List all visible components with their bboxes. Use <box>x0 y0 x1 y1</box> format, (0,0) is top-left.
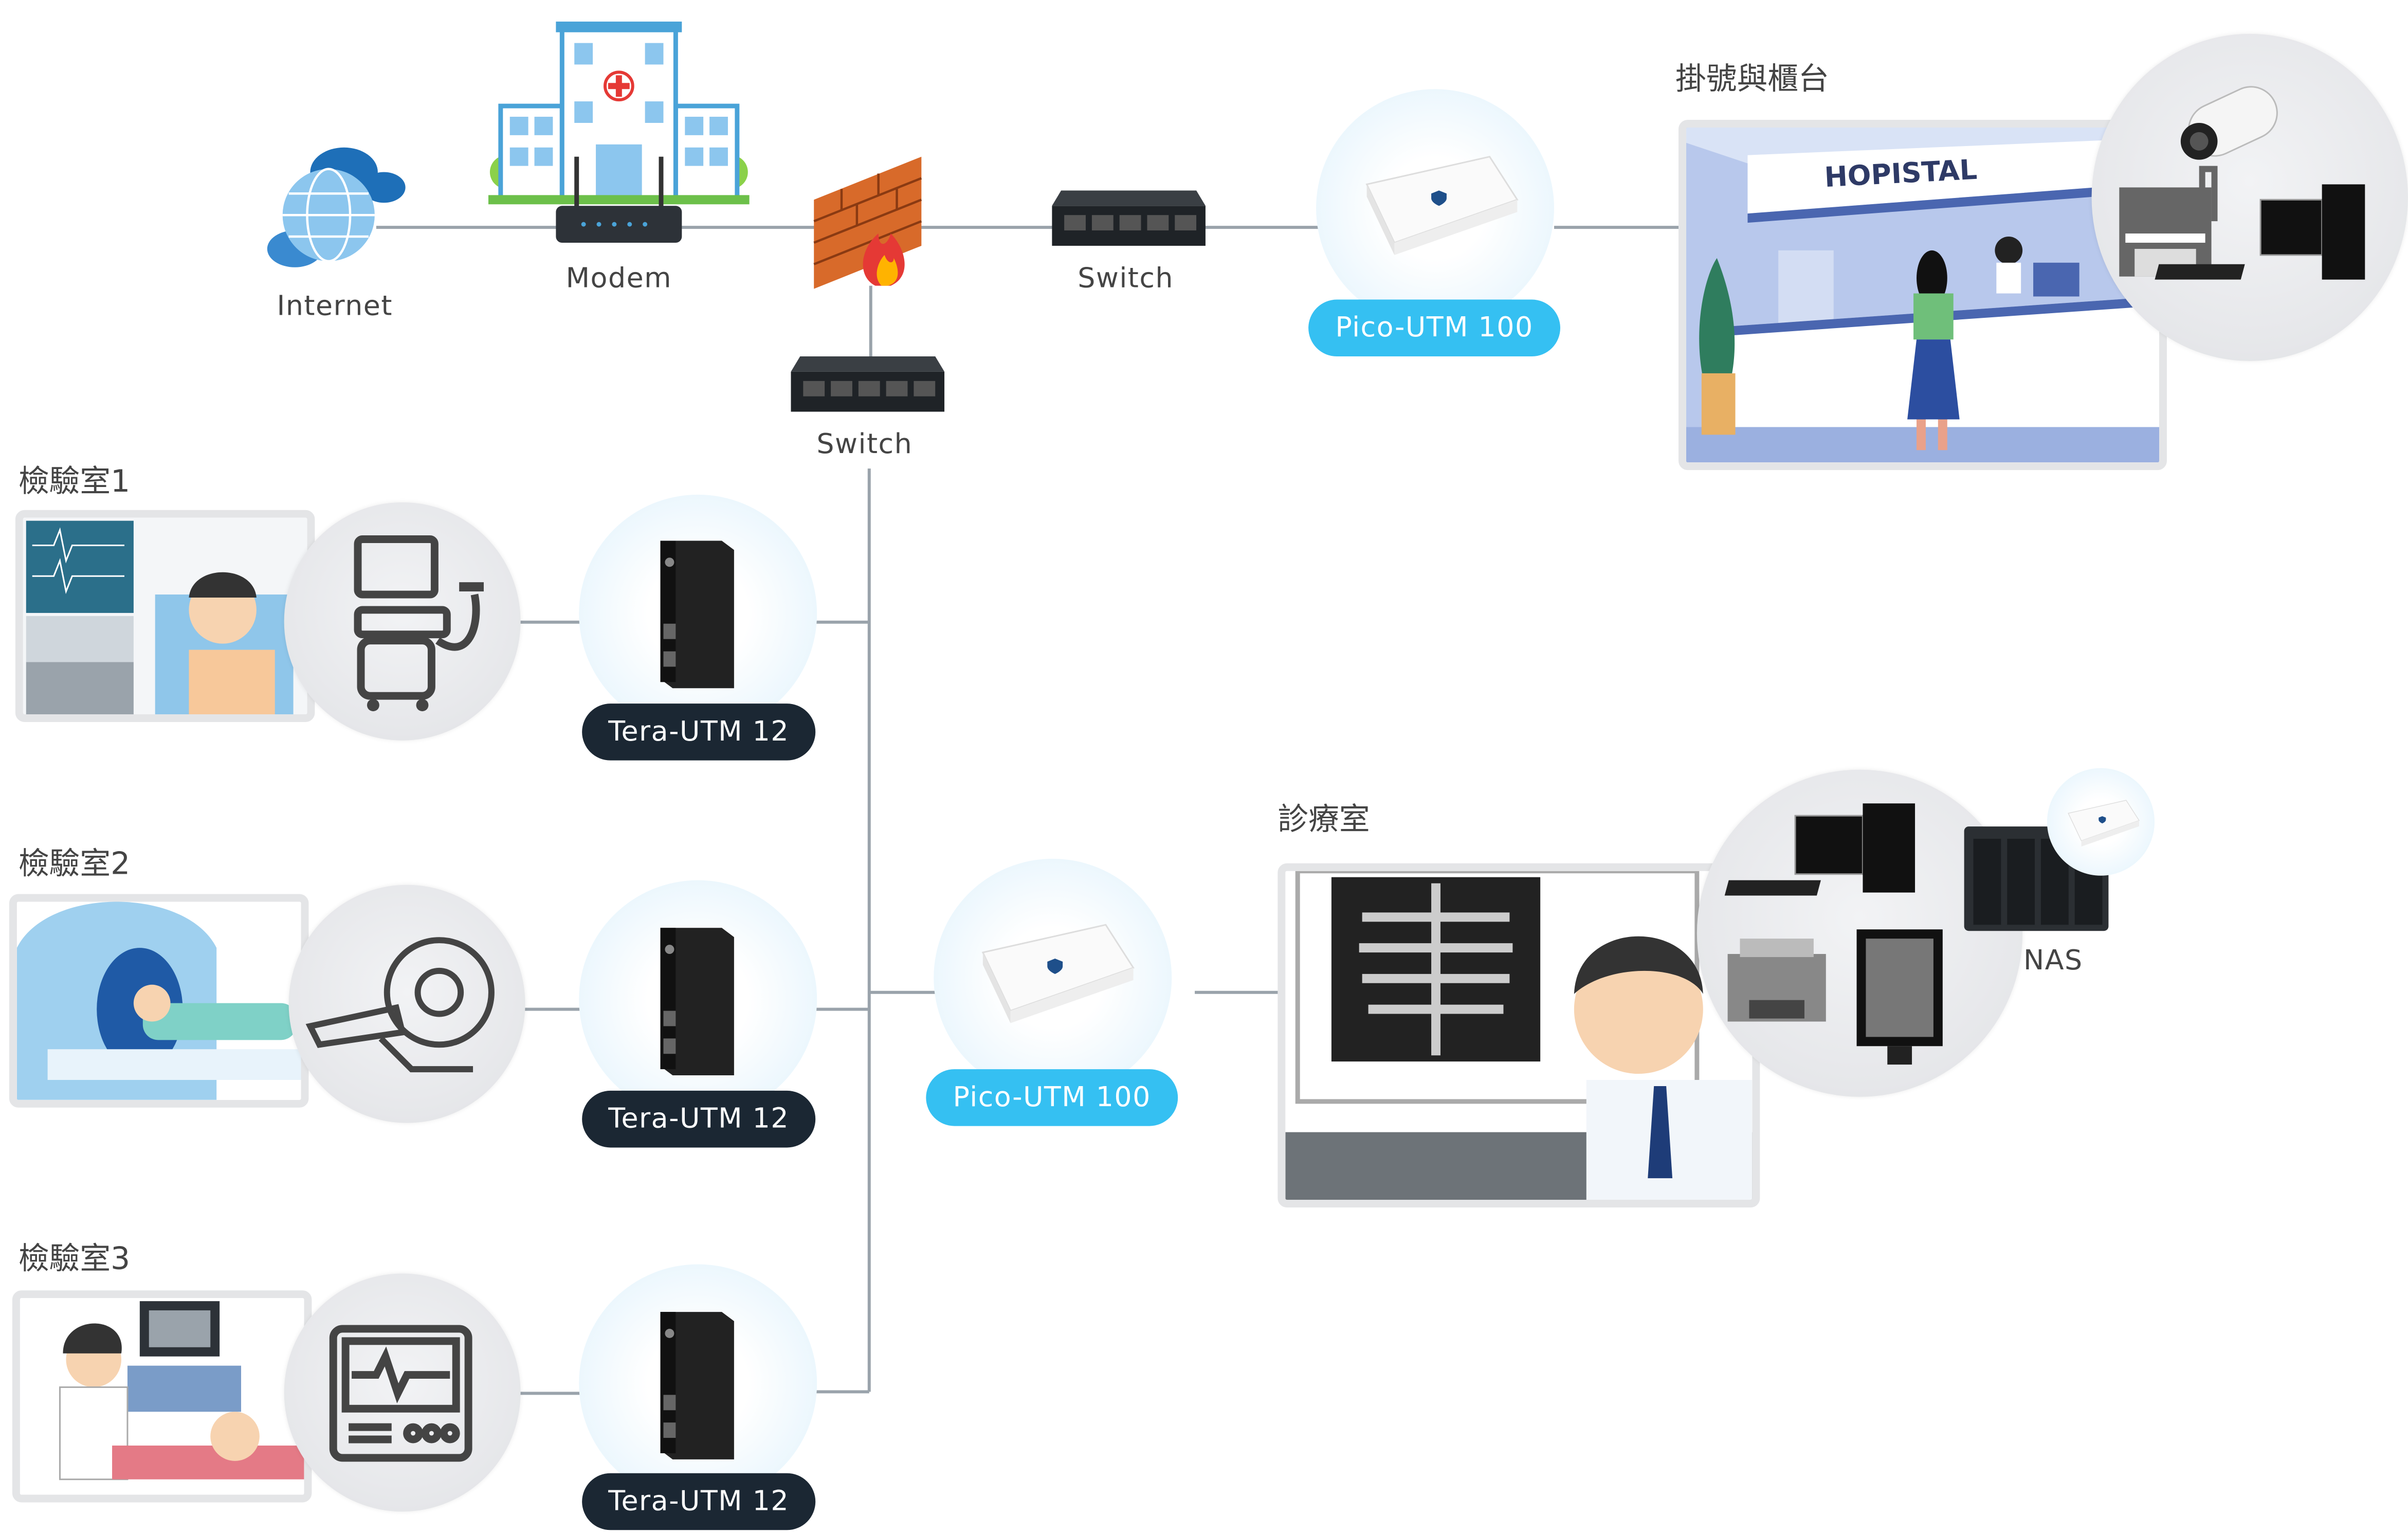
pico-utm-device-icon <box>1352 154 1521 258</box>
switch-icon <box>1052 190 1206 249</box>
lab3-title: 檢驗室3 <box>18 1239 131 1277</box>
connector-line <box>815 1007 869 1011</box>
connector-line <box>1554 226 1685 228</box>
lab2-title: 檢驗室2 <box>18 844 131 882</box>
tera-utm-label: Tera-UTM 12 <box>582 1473 816 1530</box>
connector-line <box>519 1392 581 1394</box>
clinic-doctor-illustration <box>1278 863 1760 1207</box>
ultrasound-machine-icon <box>354 535 484 712</box>
printer-icon <box>1727 939 1826 1022</box>
tera-utm-device-icon <box>651 925 743 1078</box>
pico-utm-device-icon <box>968 922 1137 1026</box>
tera-utm-label: Tera-UTM 12 <box>582 704 816 761</box>
vital-signs-monitor-icon <box>329 1325 472 1462</box>
lab2-device-circle <box>288 885 525 1123</box>
connector-line <box>815 620 869 623</box>
internet-cloud-icon <box>264 138 410 277</box>
security-camera-icon <box>2180 86 2278 160</box>
nas-label: NAS <box>2023 945 2083 977</box>
desktop-computer-icon <box>2155 184 2365 280</box>
lab1-ecg-illustration <box>15 510 315 722</box>
modem-router-icon <box>553 154 685 249</box>
switch-top-label: Switch <box>1078 262 1174 295</box>
connector-line <box>815 1390 869 1393</box>
pico-utm-label-clinic: Pico-UTM 100 <box>926 1069 1178 1126</box>
lab1-title: 檢驗室1 <box>18 462 131 499</box>
hospital-building-icon <box>488 21 750 209</box>
xray-monitor-icon <box>1856 929 1943 1065</box>
reception-illustration: HOPISTAL <box>1679 120 2167 471</box>
connector-line <box>1195 990 1280 994</box>
pico-utm-small-icon <box>2061 799 2141 848</box>
modem-label: Modem <box>565 262 672 295</box>
tera-utm-device-icon <box>651 1309 743 1463</box>
tera-utm-device-icon <box>651 538 743 692</box>
reception-title: 掛號與櫃台 <box>1675 60 1829 97</box>
desktop-computer-icon <box>1724 803 1916 896</box>
tera-utm-label: Tera-UTM 12 <box>582 1090 816 1148</box>
clinic-title: 診療室 <box>1278 800 1370 838</box>
switch-mid-label: Switch <box>816 428 913 461</box>
reception-devices-circle <box>2091 33 2408 361</box>
switch-icon <box>791 356 945 415</box>
clinic-devices-circle <box>1696 769 2023 1097</box>
lab3-ultrasound-illustration <box>12 1290 312 1503</box>
card-reader-icon <box>2119 166 2218 277</box>
lab1-device-circle <box>284 502 521 741</box>
connector-line <box>867 468 870 1392</box>
lab2-ct-illustration <box>9 894 309 1108</box>
connector-line <box>869 990 937 994</box>
connector-line <box>869 285 872 360</box>
firewall-icon <box>811 154 927 292</box>
pico-utm-label-top: Pico-UTM 100 <box>1308 299 1560 357</box>
ct-scanner-icon <box>305 937 495 1073</box>
connector-line <box>522 1007 584 1011</box>
lab3-device-circle <box>284 1273 521 1512</box>
internet-label: Internet <box>277 290 393 323</box>
connector-line <box>519 620 581 623</box>
